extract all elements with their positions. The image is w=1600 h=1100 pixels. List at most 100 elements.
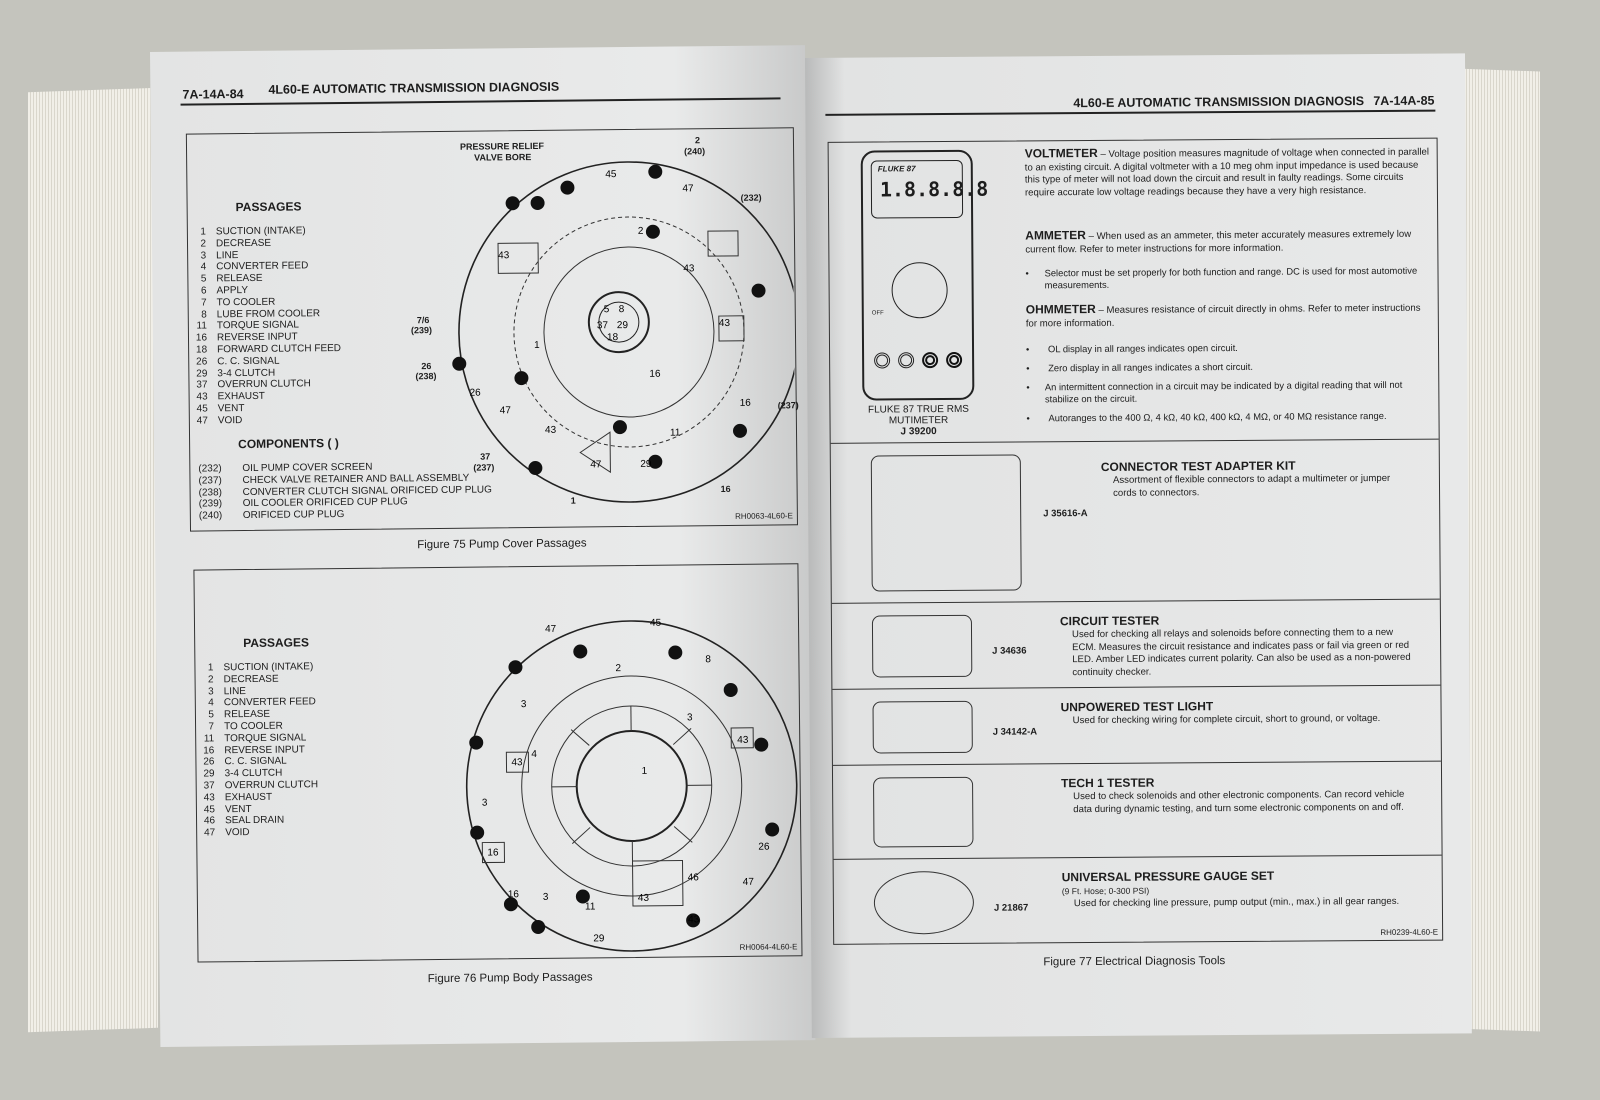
item-number: 37 [203, 780, 215, 792]
item-label: C. C. SIGNAL [217, 355, 280, 368]
item-label: 3-4 CLUTCH [217, 367, 276, 379]
callout-label: (232) [740, 192, 762, 203]
item-label: OIL COOLER ORIFICED CUP PLUG [242, 496, 408, 510]
item-label: OVERRUN CLUTCH [224, 779, 319, 792]
meter-display: 1.8.8.8.8 [879, 176, 989, 202]
svg-text:16: 16 [649, 369, 661, 380]
item-label: FORWARD CLUTCH FEED [217, 342, 342, 356]
bullet-text: Zero display in all ranges indicates a s… [1048, 360, 1253, 374]
item-label: TORQUE SIGNAL [216, 319, 299, 332]
tool-description: Used to check solenoids and other electr… [1073, 788, 1405, 815]
figure-77: FLUKE 87 1.8.8.8.8 OFF FLUKE 87 TRUE RMS… [827, 137, 1444, 946]
svg-text:45: 45 [650, 618, 662, 629]
bullet-text: Autoranges to the 400 Ω, 4 kΩ, 40 kΩ, 40… [1048, 409, 1387, 424]
meter-name-2: MUTIMETER [888, 415, 949, 427]
svg-text:3: 3 [482, 798, 488, 809]
svg-text:47: 47 [545, 624, 557, 635]
left-page: 7A-14A-84 4L60-E AUTOMATIC TRANSMISSION … [150, 45, 816, 1047]
item-label: TORQUE SIGNAL [224, 732, 307, 745]
svg-text:3: 3 [521, 699, 527, 710]
bullet-item: •OL display in all ranges indicates open… [1026, 341, 1426, 356]
item-number: 4 [200, 261, 207, 273]
tool-part-number: J 35616-A [1043, 508, 1088, 520]
item-label: DECREASE [223, 673, 279, 686]
callout-label: (238) [415, 371, 437, 382]
callout-label: 26 [421, 361, 432, 372]
item-label: TO COOLER [224, 720, 283, 733]
tool-part-number: J 34142-A [992, 726, 1038, 738]
ammeter-bullets: •Selector must be set properly for both … [1025, 265, 1425, 299]
item-number: (239) [198, 498, 223, 510]
figure-code: RH0064-4L60-E [739, 942, 798, 952]
callout-label: (239) [410, 325, 432, 336]
item-number: 7 [201, 297, 207, 309]
bullet-item: •Zero display in all ranges indicates a … [1026, 360, 1426, 375]
header-rule [180, 97, 781, 106]
tool-part-number: J 21867 [993, 901, 1029, 914]
svg-text:43: 43 [511, 757, 523, 768]
item-label: APPLY [216, 284, 249, 297]
right-page: 4L60-E AUTOMATIC TRANSMISSION DIAGNOSIS … [805, 53, 1472, 1038]
tool-title: CIRCUIT TESTER [1059, 613, 1160, 629]
item-label: EXHAUST [217, 390, 265, 403]
tool-title: CONNECTOR TEST ADAPTER KIT [1100, 458, 1296, 474]
callout-label: 37 [480, 451, 491, 462]
multimeter-illustration: FLUKE 87 1.8.8.8.8 OFF [860, 149, 988, 401]
tech1-tester-icon [873, 776, 974, 848]
tool-title: UNIVERSAL PRESSURE GAUGE SET [1061, 868, 1275, 885]
passages-heading: PASSAGES [243, 635, 310, 651]
item-label: VENT [217, 402, 245, 415]
svg-text:5: 5 [604, 304, 610, 315]
item-number: 4 [208, 697, 214, 709]
svg-text:43: 43 [638, 893, 650, 904]
svg-text:47: 47 [743, 877, 755, 888]
voltmeter-section: VOLTMETER – Voltage position measures ma… [1025, 145, 1430, 200]
item-number: 43 [196, 391, 208, 403]
callout-label: 2 [694, 135, 701, 146]
item-number: 2 [200, 238, 207, 250]
bullet-text: An intermittent connection in a circuit … [1044, 378, 1403, 405]
item-label: EXHAUST [224, 791, 273, 804]
connector-kit-icon [870, 454, 1022, 592]
svg-text:43: 43 [719, 318, 731, 329]
svg-text:18: 18 [607, 332, 619, 343]
item-label: VOID [225, 827, 250, 839]
item-number: 43 [203, 792, 215, 804]
tool-description: Used for checking line pressure, pump ou… [1073, 895, 1400, 910]
list-item: 37 OVERRUN CLUTCH [201, 779, 319, 792]
page-number: 7A-14A-85 [1373, 93, 1435, 109]
svg-text:1: 1 [534, 340, 540, 351]
item-number: 47 [196, 415, 208, 427]
item-label: TO COOLER [216, 296, 276, 309]
tool-title: TECH 1 TESTER [1061, 775, 1155, 791]
ammeter-section: AMMETER – When used as an ammeter, this … [1025, 227, 1430, 257]
item-label: ORIFICED CUP PLUG [242, 509, 345, 522]
figure-code: RH0063-4L60-E [735, 511, 793, 521]
item-number: 3 [208, 685, 214, 698]
bullet-item: •An intermittent connection in a circuit… [1026, 379, 1426, 406]
item-number: 26 [196, 356, 208, 368]
item-number: 6 [200, 285, 207, 297]
item-number: 8 [201, 308, 207, 321]
bullet-item: •Selector must be set properly for both … [1025, 265, 1425, 292]
svg-text:37: 37 [597, 320, 609, 331]
svg-text:1: 1 [642, 766, 648, 777]
svg-text:2: 2 [638, 226, 644, 237]
svg-text:3: 3 [543, 892, 549, 903]
circuit-tester-icon [871, 614, 973, 678]
svg-text:46: 46 [688, 872, 700, 883]
item-number: 1 [207, 662, 214, 674]
item-number: 3 [200, 250, 207, 262]
meter-name: FLUKE 87 TRUE RMS [867, 403, 969, 416]
svg-text:26: 26 [470, 388, 482, 399]
svg-text:3: 3 [687, 712, 693, 723]
